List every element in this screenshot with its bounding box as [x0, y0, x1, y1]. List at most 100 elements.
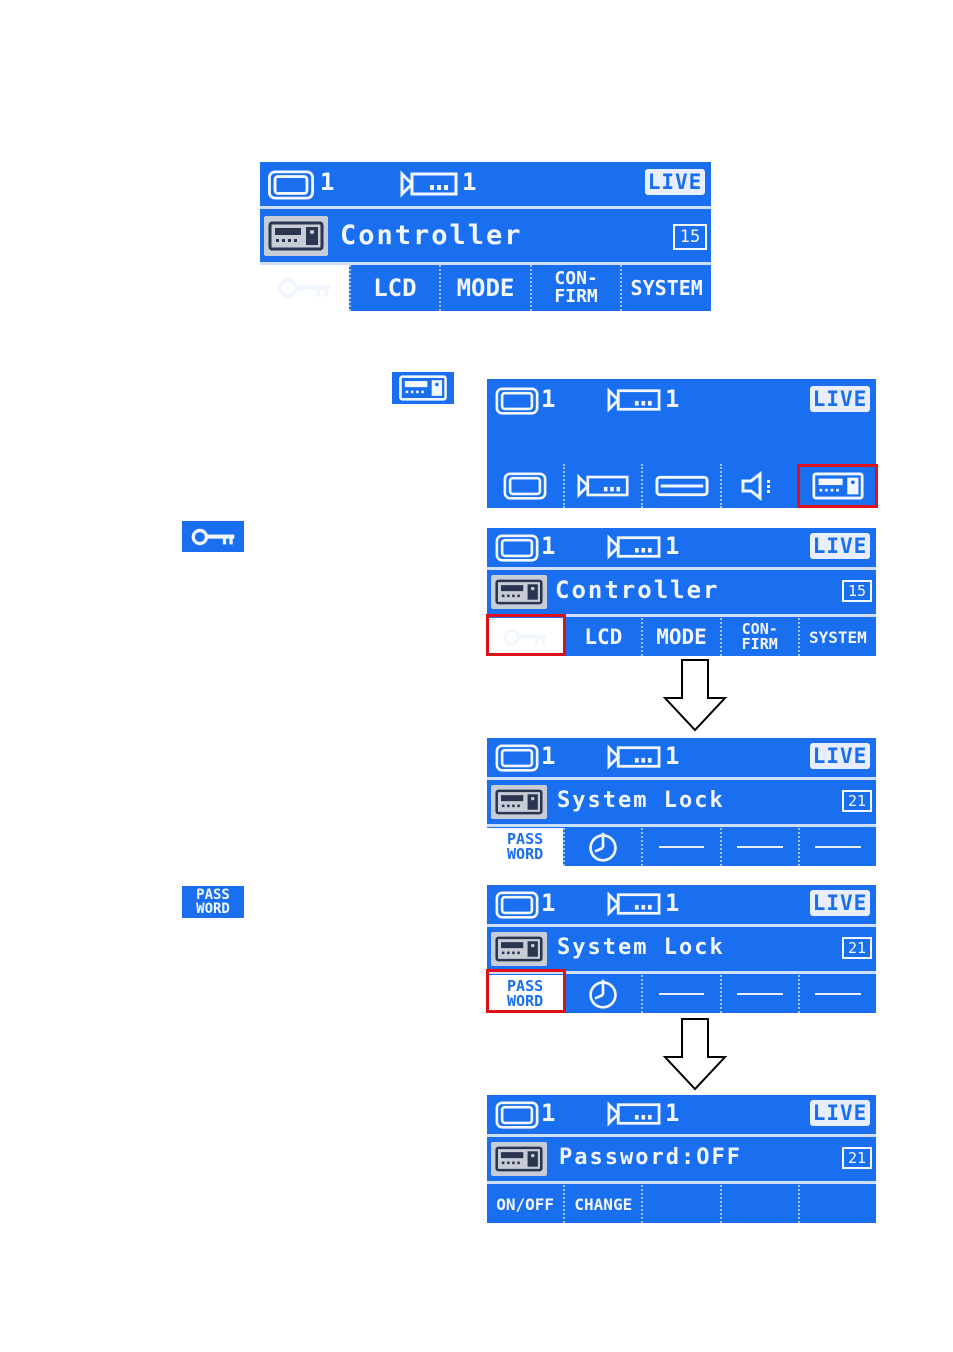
softkey-empty[interactable] — [720, 828, 798, 866]
softkey-empty[interactable] — [798, 975, 876, 1013]
softkey-empty[interactable] — [720, 1185, 798, 1223]
softkey-confirm[interactable]: CON-FIRM — [720, 618, 798, 656]
softkey-speaker[interactable] — [720, 464, 798, 508]
dash-placeholder — [815, 846, 861, 848]
dash-placeholder — [815, 993, 861, 995]
live-badge: LIVE — [810, 533, 870, 559]
monitor-number: 1 — [541, 385, 555, 413]
lcd-screen-controller-main: 1 1 LIVE Controller 15 LCD MODE CON-FIRM… — [260, 162, 711, 311]
softkey-label: CHANGE — [574, 1195, 632, 1214]
camera-number: 1 — [665, 385, 679, 413]
softkey-empty[interactable] — [641, 828, 719, 866]
monitor-icon — [503, 472, 547, 500]
menu-number-badge: 15 — [673, 224, 707, 250]
softkey-empty[interactable] — [641, 1185, 719, 1223]
live-badge: LIVE — [810, 890, 870, 916]
title-row: System Lock 21 — [487, 782, 876, 822]
softkey-bar: ON/OFF CHANGE — [487, 1185, 876, 1223]
softkey-empty[interactable] — [720, 975, 798, 1013]
controller-icon — [398, 375, 448, 401]
live-badge: LIVE — [810, 743, 870, 769]
softkey-timer[interactable] — [563, 828, 641, 866]
softkey-camera[interactable] — [563, 464, 641, 508]
key-icon — [190, 527, 236, 547]
menu-number-badge: 21 — [842, 790, 872, 812]
softkey-bar: LCD MODE CON-FIRM SYSTEM — [487, 618, 876, 656]
softkey-label-bottom: WORD — [507, 847, 543, 862]
side-chip-key — [182, 521, 244, 552]
side-chip-controller — [392, 372, 454, 404]
screen-title: System Lock — [557, 935, 725, 960]
dvr-icon — [655, 474, 709, 498]
softkey-lcd[interactable]: LCD — [349, 265, 440, 311]
live-badge: LIVE — [810, 1100, 870, 1126]
softkey-system[interactable]: SYSTEM — [620, 265, 711, 311]
softkey-label: ON/OFF — [496, 1195, 554, 1214]
chip-label-bottom: WORD — [196, 902, 230, 916]
camera-icon — [607, 744, 661, 770]
softkey-dvr[interactable] — [641, 464, 719, 508]
softkey-timer[interactable] — [563, 975, 641, 1013]
softkey-mode[interactable]: MODE — [641, 618, 719, 656]
chip-label-top: PASS — [196, 888, 230, 902]
softkey-controller[interactable] — [798, 464, 876, 508]
softkey-empty[interactable] — [798, 1185, 876, 1223]
softkey-mode[interactable]: MODE — [439, 265, 530, 311]
speaker-icon — [740, 471, 780, 501]
camera-number: 1 — [665, 742, 679, 770]
camera-icon — [577, 473, 629, 499]
softkey-key[interactable] — [260, 265, 349, 311]
status-bar: 1 1 LIVE — [260, 162, 711, 204]
softkey-on-off[interactable]: ON/OFF — [487, 1185, 563, 1223]
timer-icon — [587, 831, 619, 863]
camera-number: 1 — [665, 889, 679, 917]
monitor-number: 1 — [320, 168, 334, 196]
key-icon — [276, 276, 332, 300]
lcd-screen-controller: 1 1 LIVE Controller 15 LCD MODE CON-FIRM… — [487, 528, 876, 656]
softkey-label-bottom: FIRM — [554, 288, 597, 306]
title-row: Password:OFF 21 — [487, 1139, 876, 1179]
softkey-change[interactable]: CHANGE — [563, 1185, 641, 1223]
monitor-icon — [493, 534, 541, 562]
softkey-monitor[interactable] — [487, 464, 563, 508]
softkey-label: LCD — [373, 274, 416, 302]
softkey-lcd[interactable]: LCD — [563, 618, 641, 656]
menu-number-badge: 21 — [842, 1147, 872, 1169]
dash-placeholder — [737, 993, 783, 995]
controller-icon — [491, 1142, 547, 1176]
softkey-system[interactable]: SYSTEM — [798, 618, 876, 656]
softkey-empty[interactable] — [798, 828, 876, 866]
monitor-icon — [493, 387, 541, 415]
lcd-screen-password: 1 1 LIVE Password:OFF 21 ON/OFF CHANGE — [487, 1095, 876, 1223]
camera-icon — [607, 387, 661, 413]
camera-number: 1 — [462, 168, 476, 196]
timer-icon — [587, 978, 619, 1010]
down-arrow-icon — [662, 658, 728, 732]
softkey-key[interactable] — [487, 618, 563, 656]
lcd-screen-system-lock-selected: 1 1 LIVE System Lock 21 PASSWORD — [487, 885, 876, 1013]
controller-icon — [264, 216, 328, 256]
menu-number-badge: 21 — [842, 937, 872, 959]
monitor-icon — [493, 891, 541, 919]
status-bar: 1 1 LIVE — [487, 885, 876, 923]
softkey-label: MODE — [656, 625, 707, 649]
softkey-empty[interactable] — [641, 975, 719, 1013]
camera-icon — [607, 891, 661, 917]
monitor-icon — [266, 170, 316, 200]
softkey-confirm[interactable]: CON-FIRM — [530, 265, 621, 311]
monitor-icon — [493, 1101, 541, 1129]
screen-title: Controller — [555, 576, 720, 604]
monitor-icon — [493, 744, 541, 772]
dash-placeholder — [737, 846, 783, 848]
softkey-label: MODE — [457, 274, 515, 302]
live-badge: LIVE — [810, 386, 870, 412]
title-row: System Lock 21 — [487, 929, 876, 969]
screen-title: Controller — [340, 220, 523, 251]
softkey-label: LCD — [584, 625, 622, 649]
controller-icon — [812, 472, 864, 500]
status-bar: 1 1 LIVE — [487, 379, 876, 421]
softkey-bar: LCD MODE CON-FIRM SYSTEM — [260, 265, 711, 311]
